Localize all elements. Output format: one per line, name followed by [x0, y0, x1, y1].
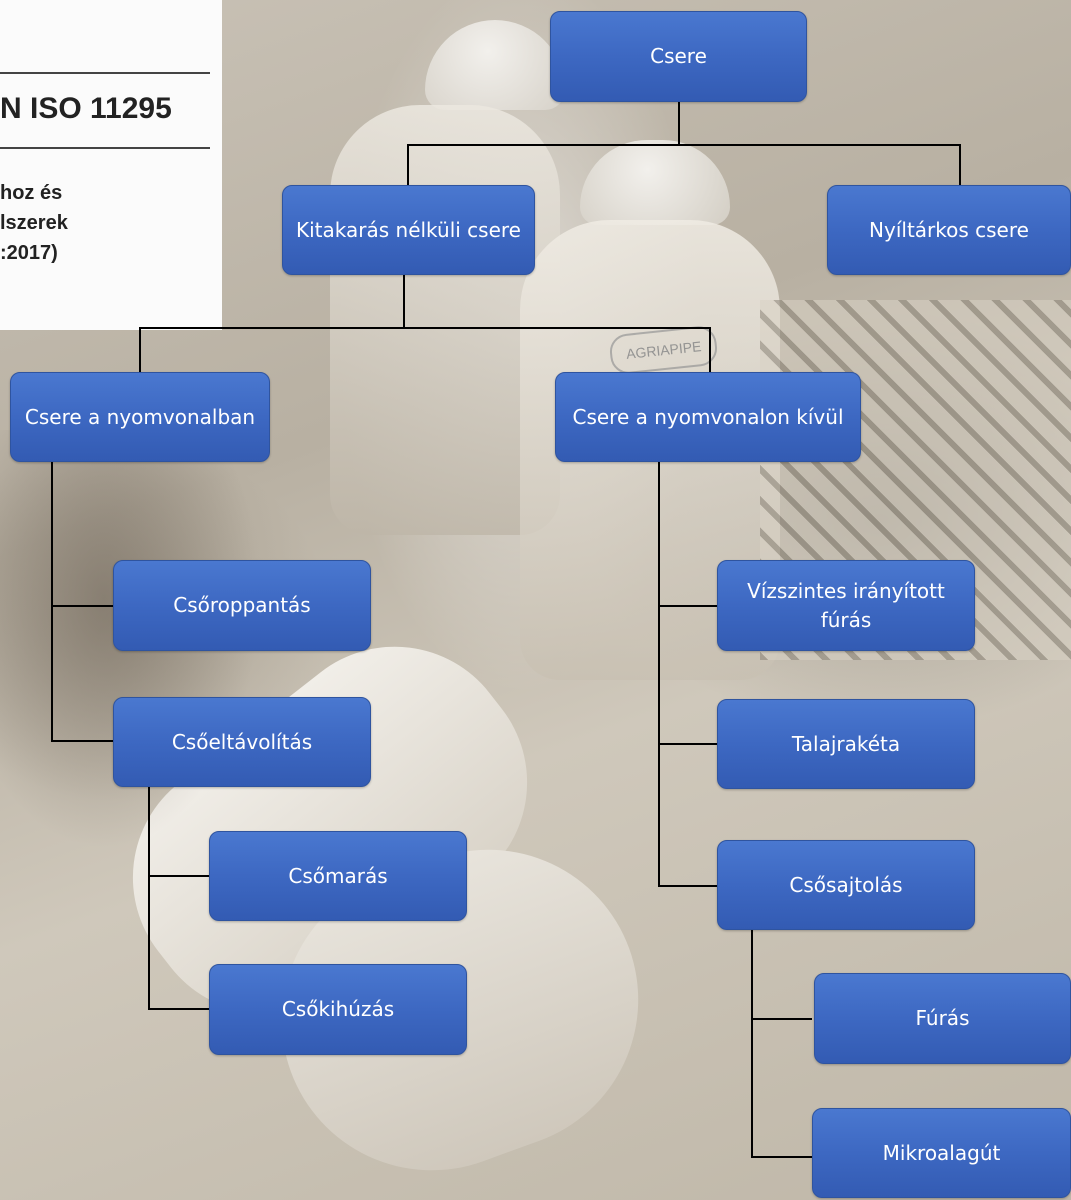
node-csere-a-nyomvonalon-kivul: Csere a nyomvonalon kívül: [555, 372, 861, 462]
node-csosajtolas: Csősajtolás: [717, 840, 975, 930]
connector: [407, 101, 680, 191]
connector: [679, 144, 961, 185]
standard-document-fragment: N ISO 11295 hoz és lszerek :2017): [0, 0, 222, 330]
node-csoeltavolitas: Csőeltávolítás: [113, 697, 371, 787]
document-text-line: lszerek: [0, 212, 68, 234]
node-csomaras: Csőmarás: [209, 831, 467, 921]
divider: [0, 72, 210, 74]
node-vizszintes-iranyitott-furas: Vízszintes irányított fúrás: [717, 560, 975, 651]
standard-number: N ISO 11295: [0, 92, 172, 125]
connector: [404, 327, 711, 374]
document-text-line: hoz és: [0, 182, 63, 204]
node-nyiltarkos-csere: Nyíltárkos csere: [827, 185, 1071, 275]
connector: [751, 929, 812, 1158]
connector: [148, 786, 209, 1010]
node-csere: Csere: [550, 11, 807, 102]
node-furas: Fúrás: [814, 973, 1071, 1064]
worker-hardhat: [580, 140, 730, 225]
connector: [51, 461, 113, 742]
node-csoroppantas: Csőroppantás: [113, 560, 371, 651]
divider: [0, 147, 210, 149]
document-text-line: :2017): [0, 242, 58, 264]
node-csokihuzas: Csőkihúzás: [209, 964, 467, 1055]
node-kitakaras-nelkuli-csere: Kitakarás nélküli csere: [282, 185, 535, 275]
node-csere-a-nyomvonalban: Csere a nyomvonalban: [10, 372, 270, 462]
node-mikroalagut: Mikroalagút: [812, 1108, 1071, 1198]
connector: [139, 274, 405, 372]
node-talajraketa: Talajrakéta: [717, 699, 975, 789]
connector: [658, 461, 717, 887]
